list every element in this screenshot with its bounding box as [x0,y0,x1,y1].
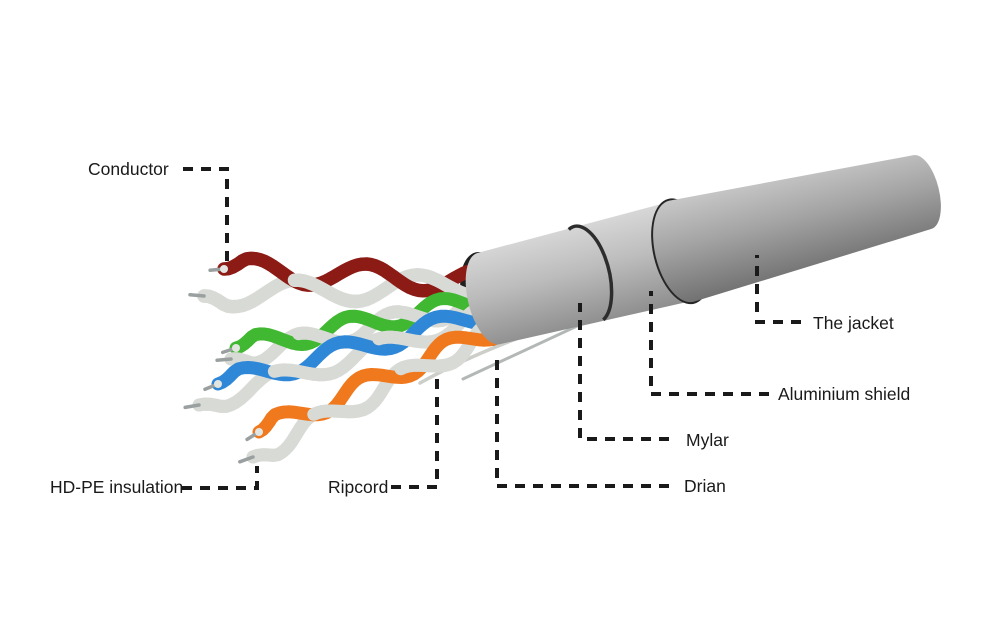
conductor-pin [183,403,201,410]
twisted-pairs-group [183,251,521,464]
conductor-pin [238,455,255,464]
label-ripcord: Ripcord [328,477,388,497]
label-aluminium-shield: Aluminium shield [778,384,910,404]
conductor-pin [215,357,233,362]
mylar-seam-edge [567,224,614,322]
mylar-wrap [465,199,704,345]
colored-strand-green [229,288,517,355]
label-mylar: Mylar [686,430,729,450]
colored-strand-orange [252,313,521,439]
conductor-pin [188,293,206,298]
cable-body [465,155,941,345]
leader-mylar [578,303,669,441]
leader-hdpe-insulation [182,466,259,490]
label-conductor: Conductor [88,159,169,179]
leader-conductor [183,167,229,261]
leader-ripcord [391,376,439,489]
wire-cut-face [232,344,240,352]
colored-strand-brown [217,251,515,298]
colored-strand-blue [211,300,519,391]
white-strand-over-brown [197,268,515,314]
leader-drian [495,359,669,488]
wire-cut-face [214,380,222,388]
label-drian: Drian [684,476,726,496]
leader-aluminium-shield [649,291,769,396]
jacket-body [653,155,941,303]
leader-jacket [755,255,801,324]
wire-cut-face [255,428,263,436]
wire-cut-face [220,265,228,273]
label-hdpe-insulation: HD-PE insulation [50,477,183,497]
label-jacket: The jacket [813,313,894,333]
